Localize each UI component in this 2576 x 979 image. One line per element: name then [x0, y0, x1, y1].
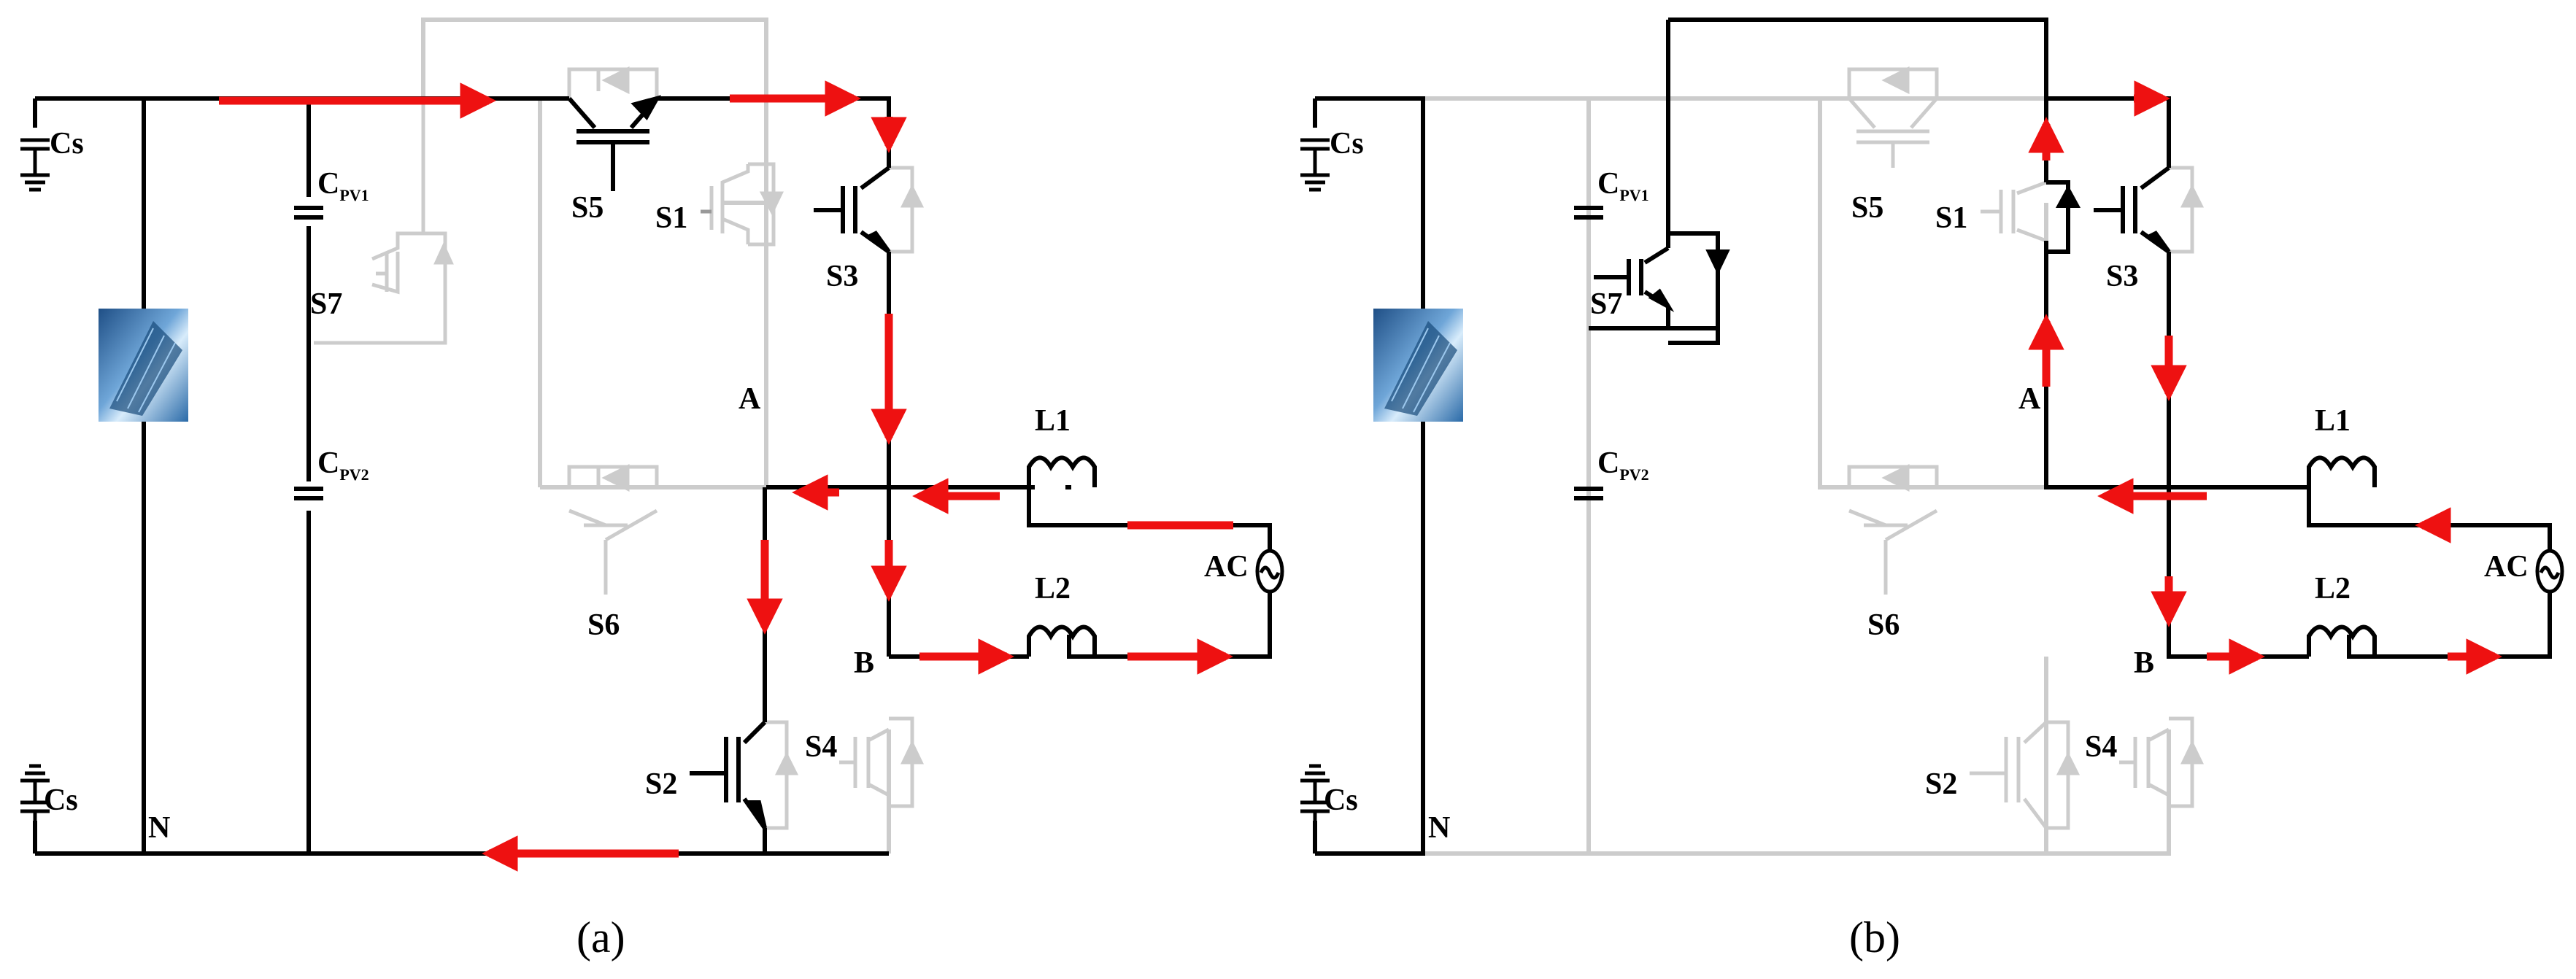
label-s4-b: S4: [2085, 730, 2117, 764]
capacitor-cpv1-b: [1574, 206, 1603, 220]
ac-source-a: [1255, 549, 1284, 594]
switch-s5-diode-a: [567, 66, 659, 98]
switch-s6-a: [567, 463, 659, 595]
switch-s3-a: [814, 166, 891, 254]
label-s6-b: S6: [1867, 608, 1900, 642]
inactive-wiring-b: [1423, 96, 2171, 856]
active-wiring-b: [1313, 18, 2552, 856]
label-node-n-a: N: [148, 811, 170, 845]
switch-s3-diode-a: [889, 166, 925, 254]
switch-s4-b: [2119, 716, 2204, 808]
switch-s2-a: [690, 720, 767, 829]
capacitor-cs-bottom-b: [1300, 764, 1330, 821]
label-s3-a: S3: [826, 260, 858, 293]
pv-panel-image-a: [99, 309, 188, 422]
inductor-l1-a: [1027, 455, 1097, 490]
label-cs-bottom-a: Cs: [44, 783, 78, 817]
label-s2-a: S2: [645, 767, 677, 801]
label-s1-a: S1: [655, 201, 687, 235]
active-wiring-a: [33, 96, 1272, 856]
label-s5-b: S5: [1851, 191, 1883, 225]
label-s7-a: S7: [310, 287, 342, 321]
switch-s7-a: [314, 98, 454, 345]
label-s7-b: S7: [1590, 287, 1622, 321]
switch-s2-b: [1970, 720, 2081, 830]
label-node-n-b: N: [1428, 811, 1450, 845]
switch-s6-b: [1847, 463, 1939, 595]
switch-s2-diode-a: [765, 720, 799, 830]
switch-s5-b: [1847, 66, 1939, 168]
switch-s3-diode-b: [2169, 166, 2205, 254]
label-s2-b: S2: [1925, 767, 1957, 801]
label-s3-b: S3: [2106, 260, 2138, 293]
caption-b: (b): [1849, 913, 1900, 961]
switch-s4-a: [839, 716, 924, 808]
switch-s1-b: [1981, 180, 2047, 243]
inactive-wiring-a: [421, 18, 891, 856]
label-l2-a: L2: [1035, 572, 1071, 605]
label-node-a-a: A: [739, 382, 761, 416]
label-cs-bottom-b: Cs: [1324, 783, 1358, 817]
capacitor-cs-top-b: [1300, 138, 1330, 192]
capacitor-cpv1-a: [294, 206, 323, 220]
label-s5-a: S5: [571, 191, 603, 225]
inductor-l1-b: [2307, 455, 2377, 487]
switch-s5-a: [567, 95, 662, 191]
capacitor-cpv2-a: [294, 487, 323, 500]
label-ac-b: AC: [2484, 550, 2529, 584]
label-l2-b: L2: [2315, 572, 2351, 605]
switch-s1-a: [701, 162, 784, 247]
label-s4-a: S4: [805, 730, 837, 764]
label-node-b-b: B: [2134, 646, 2154, 680]
current-arrows-a: [219, 80, 1233, 872]
label-s1-b: S1: [1935, 201, 1967, 235]
panel-b: S5 S6 S1 S2 S4: [1300, 18, 2564, 961]
label-l1-b: L1: [2315, 404, 2351, 438]
label-cpv2-a: CPV2: [317, 446, 369, 484]
label-cpv1-a: CPV1: [317, 167, 369, 204]
panel-a: S5 S3 S1 S2 S4 S7 S6 CPV1: [20, 18, 1284, 961]
pv-panel-image-b: [1373, 309, 1463, 422]
inductor-l2-a: [1027, 624, 1097, 657]
label-cs-top-b: Cs: [1330, 127, 1364, 160]
capacitor-cpv2-b: [1574, 487, 1603, 500]
switch-s1-diode-b: [2046, 180, 2081, 254]
arrow-a-10: [1127, 521, 1233, 657]
capacitor-cs-top-a: [20, 138, 50, 192]
label-cpv1-b: CPV1: [1597, 167, 1649, 204]
inductor-l2-b: [2307, 624, 2377, 657]
label-node-a-b: A: [2018, 382, 2041, 416]
label-cpv2-b: CPV2: [1597, 446, 1649, 484]
label-s6-a: S6: [587, 608, 620, 642]
label-node-b-a: B: [854, 646, 874, 680]
label-ac-a: AC: [1204, 550, 1249, 584]
capacitor-cs-bottom-a: [20, 764, 50, 821]
switch-s7-b: [1594, 231, 1730, 345]
label-cs-top-a: Cs: [50, 127, 84, 160]
caption-a: (a): [576, 913, 625, 961]
current-arrows-b: [2028, 80, 2502, 675]
switch-s3-b: [2094, 166, 2171, 254]
ac-source-b: [2535, 549, 2564, 594]
label-l1-a: L1: [1035, 404, 1071, 438]
